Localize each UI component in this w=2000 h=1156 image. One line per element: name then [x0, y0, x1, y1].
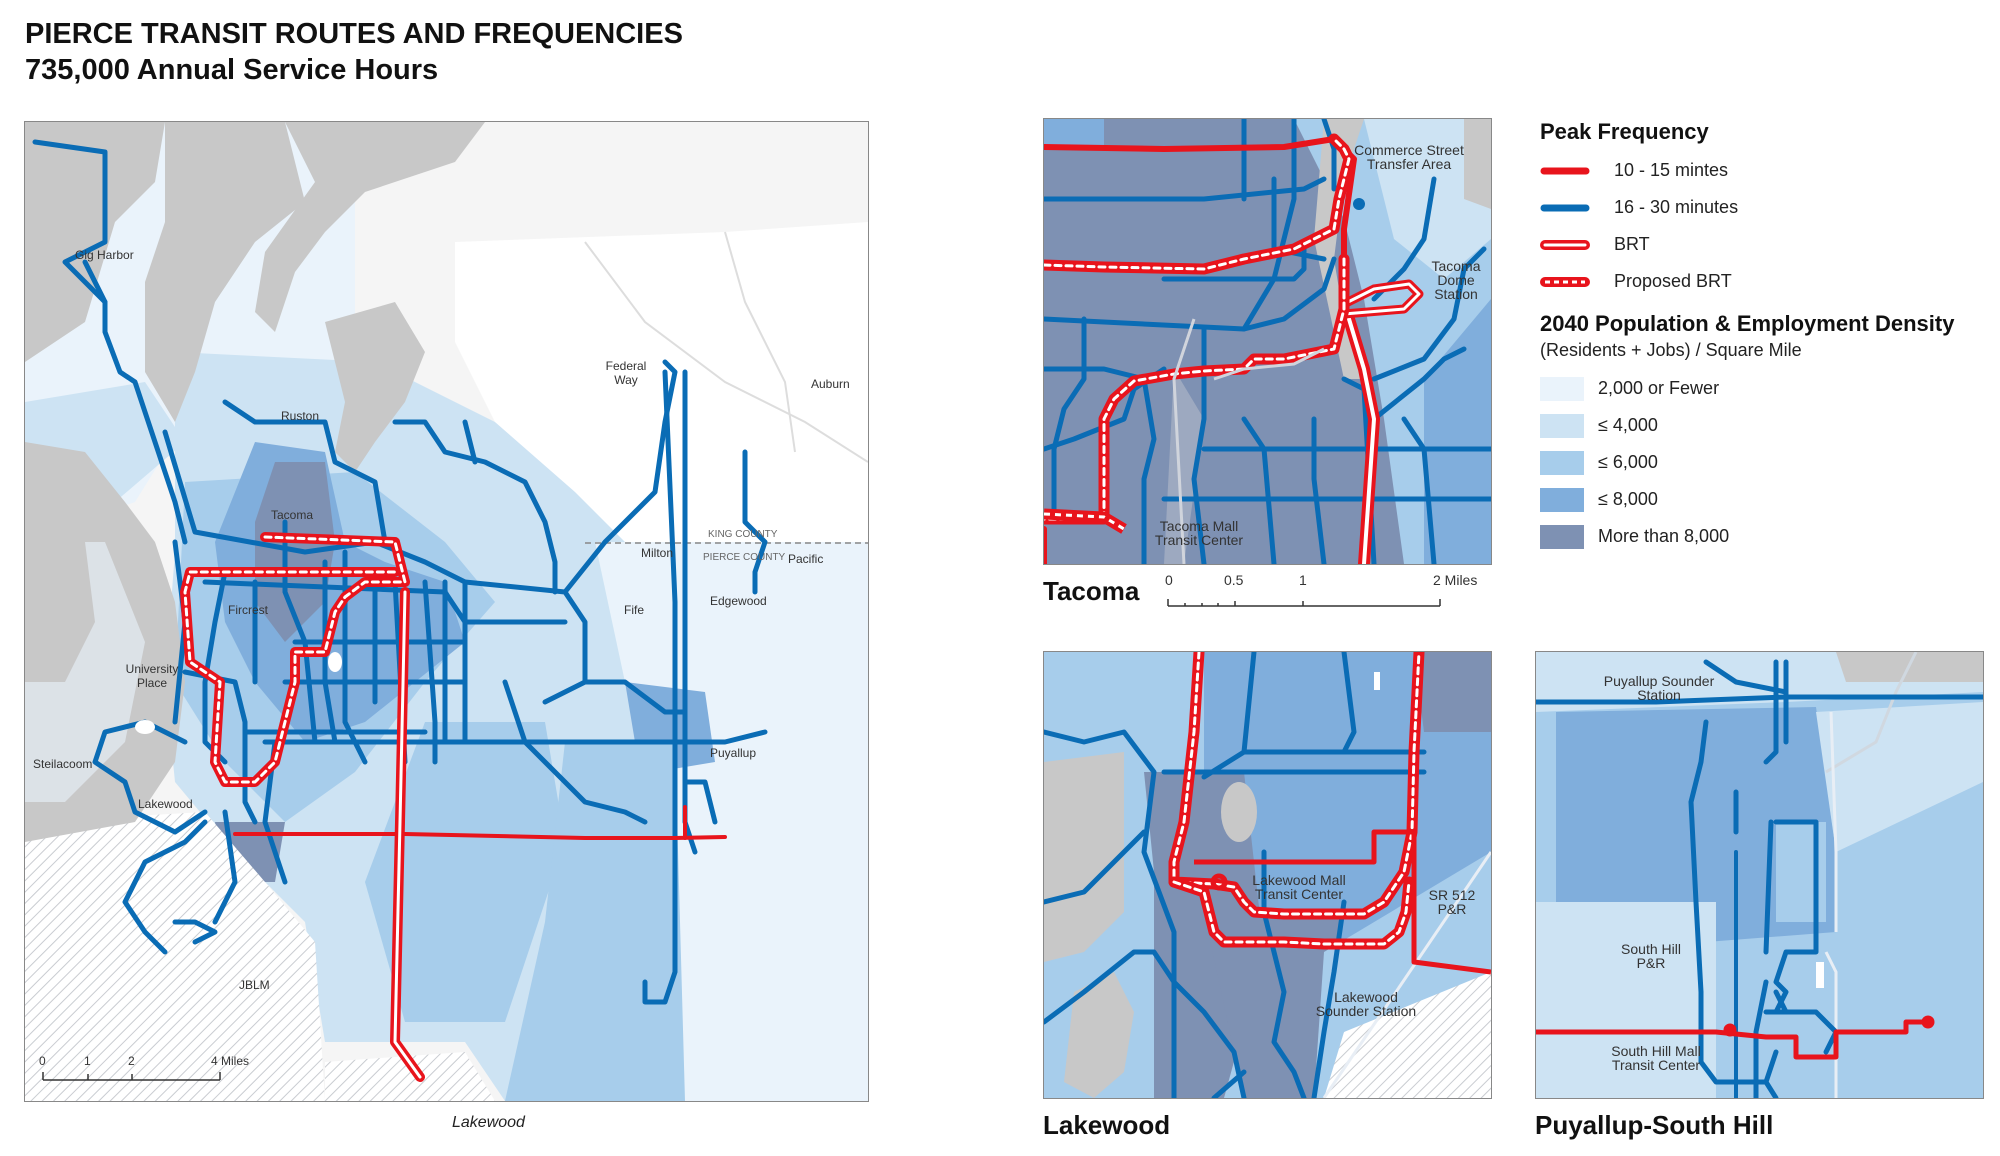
density-label-5: More than 8,000 — [1598, 526, 1730, 546]
tacoma-scale-1: 1 — [1299, 572, 1307, 588]
lakewood-inset-canvas — [1044, 652, 1491, 1098]
legend-density-subtitle: (Residents + Jobs) / Square Mile — [1540, 340, 1802, 360]
legend-item-frequent: 10 - 15 mintes — [1540, 152, 1980, 189]
label-auburn: Auburn — [811, 377, 850, 391]
label-gig-harbor: Gig Harbor — [75, 248, 134, 262]
density-label-1: 2,000 or Fewer — [1598, 378, 1720, 398]
label-lakewood-mall: Lakewood Mall Transit Center — [1252, 872, 1346, 902]
label-lakewood-sounder: Lakewood Sounder Station — [1315, 989, 1417, 1019]
legend-density-2: ≤ 4,000 — [1540, 407, 1980, 444]
standard-line-icon — [1540, 204, 1590, 211]
label-fircrest: Fircrest — [228, 603, 268, 617]
legend-label-standard: 16 - 30 minutes — [1614, 197, 1739, 217]
label-tacoma: Tacoma — [271, 508, 314, 522]
label-puyallup: Puyallup — [710, 746, 757, 760]
label-jblm: JBLM — [239, 978, 270, 992]
label-king-county: KING COUNTY — [708, 529, 778, 540]
map-title-block: PIERCE TRANSIT ROUTES AND FREQUENCIES 73… — [25, 16, 683, 88]
tacoma-inset-title: Tacoma — [1043, 576, 1140, 606]
legend-density-5: More than 8,000 — [1540, 518, 1980, 555]
label-milton: Milton — [641, 546, 674, 560]
label-pacific: Pacific — [788, 552, 824, 566]
density-swatch-2 — [1540, 413, 1584, 438]
scale-tick-2: 2 — [128, 1054, 135, 1068]
scale-tick-1: 1 — [84, 1054, 91, 1068]
page-subtitle: 735,000 Annual Service Hours — [25, 54, 439, 86]
scale-tick-0: 0 — [39, 1054, 46, 1068]
lakewood-inset-title: Lakewood — [1043, 1110, 1171, 1140]
label-lakewood: Lakewood — [138, 797, 193, 811]
frequent-line-icon — [1540, 167, 1590, 174]
legend-peak-title: Peak Frequency — [1540, 119, 1709, 144]
legend-density-title: 2040 Population & Employment Density — [1540, 311, 1955, 336]
legend-label-proposed-brt: Proposed BRT — [1614, 271, 1732, 291]
tacoma-scale-05: 0.5 — [1224, 572, 1244, 588]
map-legend: Peak Frequency 10 - 15 mintes 16 - 30 mi… — [1540, 118, 1980, 555]
legend-density-4: ≤ 8,000 — [1540, 481, 1980, 518]
label-commerce-street: Commerce Street Transfer Area — [1354, 142, 1464, 172]
label-federal-way: Federal Way — [605, 359, 647, 387]
main-scalebar — [42, 1072, 221, 1081]
tacoma-scalebar: 0 0.5 1 2 Miles — [1165, 573, 1500, 613]
label-fife: Fife — [624, 603, 645, 617]
main-map[interactable]: Gig Harbor Ruston Tacoma Federal Way Aub… — [24, 121, 869, 1102]
puyallup-inset-title: Puyallup-South Hill — [1535, 1110, 1774, 1140]
puyallup-inset-canvas — [1536, 652, 1983, 1098]
brt-line-icon — [1540, 239, 1590, 250]
label-tacoma-dome: Tacoma Dome Station — [1431, 258, 1481, 302]
label-tacoma-mall: Tacoma Mall Transit Center — [1154, 518, 1244, 548]
puyallup-inset-map[interactable]: Puyallup Sounder Station South Hill P&R … — [1535, 651, 1984, 1099]
label-steilacoom: Steilacoom — [33, 757, 93, 771]
label-pierce-county: PIERCE COUNTY — [703, 552, 786, 563]
legend-item-brt: BRT — [1540, 226, 1980, 263]
label-south-hill-mall: South Hill Mall Transit Center — [1611, 1043, 1701, 1073]
density-label-2: ≤ 4,000 — [1598, 415, 1658, 435]
tacoma-inset-map[interactable]: Commerce Street Transfer Area Tacoma Dom… — [1043, 118, 1492, 565]
lakewood-inset-map[interactable]: Lakewood Mall Transit Center SR 512 P&R … — [1043, 651, 1492, 1099]
legend-item-standard: 16 - 30 minutes — [1540, 189, 1980, 226]
legend-density-3: ≤ 6,000 — [1540, 444, 1980, 481]
tacoma-scale-0: 0 — [1165, 572, 1173, 588]
scale-tick-4: 4 Miles — [211, 1054, 250, 1068]
main-map-canvas — [25, 122, 868, 1101]
density-swatch-3 — [1540, 450, 1584, 475]
label-edgewood: Edgewood — [710, 594, 767, 608]
label-south-hill-pr: South Hill P&R — [1621, 941, 1681, 971]
legend-label-frequent: 10 - 15 mintes — [1614, 160, 1729, 180]
legend-label-brt: BRT — [1614, 234, 1650, 254]
label-sr512: SR 512 P&R — [1428, 887, 1476, 917]
proposed-brt-line-icon — [1540, 276, 1590, 287]
main-map-caption: Lakewood — [452, 1114, 525, 1131]
legend-density-1: 2,000 or Fewer — [1540, 370, 1980, 407]
tacoma-inset-canvas — [1044, 119, 1491, 564]
label-ruston: Ruston — [281, 409, 320, 423]
tacoma-scale-2: 2 Miles — [1433, 572, 1478, 588]
density-swatch-5 — [1540, 524, 1584, 549]
density-swatch-1 — [1540, 376, 1584, 401]
legend-item-proposed-brt: Proposed BRT — [1540, 263, 1980, 300]
page-title: PIERCE TRANSIT ROUTES AND FREQUENCIES — [25, 18, 683, 50]
label-puyallup-sounder: Puyallup Sounder Station — [1603, 673, 1715, 703]
label-university-place: University Place — [125, 662, 179, 690]
density-label-3: ≤ 6,000 — [1598, 452, 1658, 472]
density-swatch-4 — [1540, 487, 1584, 512]
density-label-4: ≤ 8,000 — [1598, 489, 1658, 509]
